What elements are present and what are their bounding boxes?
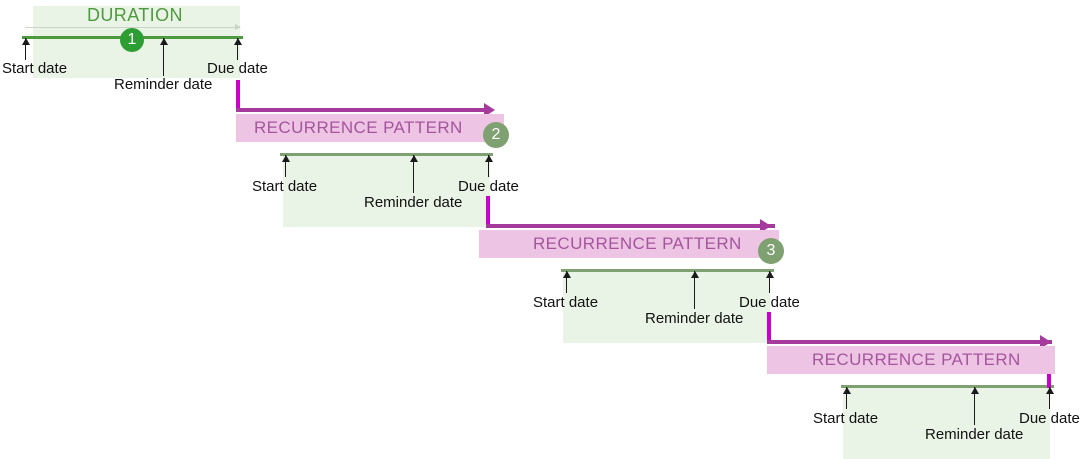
reminder-date-label-4: Reminder date [925, 426, 1024, 443]
duration-band-4 [843, 387, 1050, 459]
connector-drop-1 [236, 80, 240, 112]
due-date-tick-4 [1045, 387, 1054, 409]
connector-drop-3 [767, 312, 771, 344]
start-date-tick-3 [562, 271, 571, 293]
due-date-label-2: Due date [458, 178, 519, 195]
connector-arrowhead-1 [484, 103, 495, 117]
duration-band-3 [563, 271, 770, 343]
connector-drop-4 [1047, 374, 1051, 388]
connector-drop-2 [486, 196, 490, 228]
recurrence-bar-2 [479, 230, 779, 258]
reminder-date-tick-2 [409, 155, 418, 193]
reminder-date-tick-3 [690, 271, 699, 309]
start-date-tick-2 [281, 155, 290, 177]
duration-line-4 [841, 385, 1054, 388]
duration-label-1: DURATION [87, 5, 183, 25]
connector-run-1 [236, 108, 488, 112]
reminder-date-tick-4 [970, 387, 979, 425]
start-date-tick-1 [21, 38, 30, 60]
recurrence-label-2: RECURRENCE PATTERN [533, 234, 742, 253]
due-date-tick-1 [233, 38, 242, 60]
reminder-date-label-3: Reminder date [645, 310, 744, 327]
reminder-date-tick-1 [159, 38, 168, 76]
start-date-label-4: Start date [813, 410, 879, 427]
connector-arrowhead-3 [1040, 335, 1051, 349]
recurrence-bar-1 [236, 114, 504, 142]
start-date-label-1: Start date [2, 60, 68, 77]
due-date-label-4: Due date [1019, 410, 1080, 427]
start-date-label-2: Start date [252, 178, 318, 195]
due-date-label-1: Due date [207, 60, 268, 77]
recurrence-bar-3 [767, 346, 1055, 374]
recurrence-label-1: RECURRENCE PATTERN [254, 118, 463, 137]
due-date-label-3: Due date [739, 294, 800, 311]
duration-band-2 [283, 155, 490, 227]
duration-line-2 [280, 153, 493, 156]
badge-1: 1 [120, 28, 144, 52]
badge-2: 2 [483, 122, 509, 148]
reminder-date-label-2: Reminder date [364, 194, 463, 211]
due-date-tick-2 [484, 155, 493, 177]
due-date-tick-3 [765, 271, 774, 293]
badge-3: 3 [758, 238, 784, 264]
duration-span-arrow-1 [25, 24, 241, 30]
duration-line-3 [561, 269, 774, 272]
reminder-date-label-1: Reminder date [114, 76, 213, 93]
start-date-label-3: Start date [533, 294, 599, 311]
connector-run-3 [767, 340, 1052, 344]
connector-run-2 [486, 224, 775, 228]
start-date-tick-4 [842, 387, 851, 409]
connector-arrowhead-2 [760, 219, 771, 233]
recurrence-label-3: RECURRENCE PATTERN [812, 350, 1021, 369]
